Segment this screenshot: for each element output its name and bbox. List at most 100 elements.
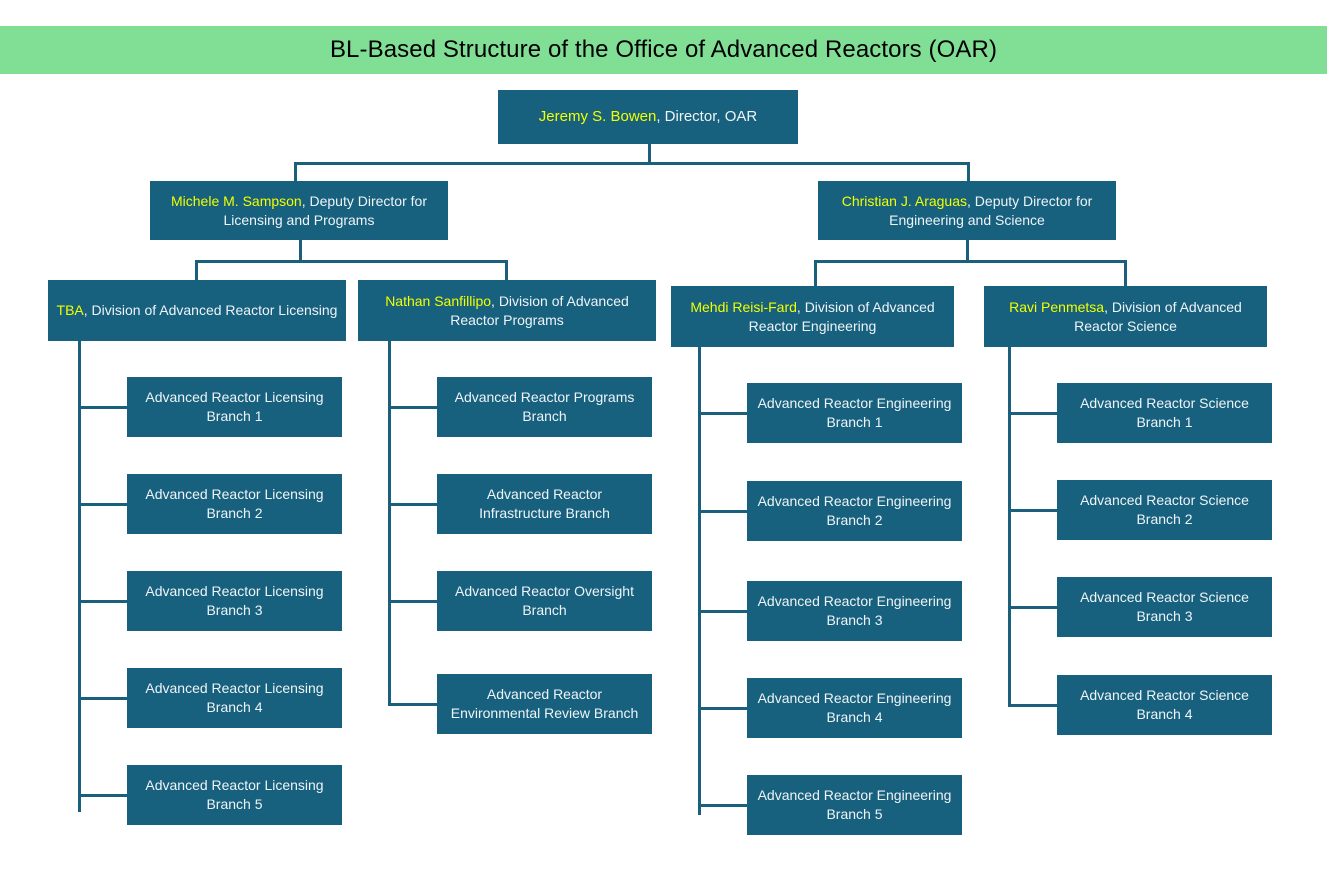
node-division-advanced-reactor-engineering[interactable]: Mehdi Reisi-Fard, Division of Advanced R… — [671, 286, 954, 347]
connector-branch-stub — [78, 406, 127, 409]
connector-deputy-right-drop — [967, 162, 970, 182]
node-branch-label: Advanced Reactor Licensing Branch 5 — [145, 777, 324, 812]
connector-branch-stub — [388, 406, 437, 409]
node-branch-label: Advanced Reactor Licensing Branch 4 — [145, 680, 324, 715]
node-branch[interactable]: Advanced Reactor Engineering Branch 5 — [747, 775, 962, 835]
connector-branch-stub — [1008, 606, 1057, 609]
node-director[interactable]: Jeremy S. Bowen, Director, OAR — [498, 90, 798, 144]
node-branch[interactable]: Advanced Reactor Licensing Branch 4 — [127, 668, 342, 728]
node-division-4-name: Ravi Penmetsa — [1009, 298, 1105, 315]
connector-branch-stub — [698, 412, 747, 415]
node-division-3-role: , Division of Advanced Reactor Engineeri… — [748, 298, 935, 334]
node-deputy-2-text: Christian J. Araguas, Deputy Director fo… — [826, 192, 1108, 230]
node-director-name: Jeremy S. Bowen — [538, 107, 657, 125]
node-branch-label: Advanced Reactor Science Branch 3 — [1080, 589, 1249, 624]
connector-deputy-bar — [294, 162, 970, 165]
node-branch-label: Advanced Reactor Science Branch 2 — [1080, 492, 1249, 527]
connector-division-bar-left — [195, 260, 508, 263]
node-branch-label: Advanced Reactor Science Branch 4 — [1080, 687, 1249, 722]
node-division-2-name: Nathan Sanfillipo — [385, 292, 492, 309]
node-division-4-role: , Division of Advanced Reactor Science — [1074, 298, 1242, 334]
node-division-2-text: Nathan Sanfillipo, Division of Advanced … — [366, 292, 648, 330]
node-division-advanced-reactor-science[interactable]: Ravi Penmetsa, Division of Advanced Reac… — [984, 286, 1267, 347]
connector-division1-spine — [78, 341, 81, 812]
connector-deputy1-drop — [299, 239, 302, 262]
connector-branch-stub — [78, 697, 127, 700]
node-branch-label: Advanced Reactor Science Branch 1 — [1080, 395, 1249, 430]
node-deputy-1-role: , Deputy Director for Licensing and Prog… — [223, 192, 427, 228]
node-branch[interactable]: Advanced Reactor Oversight Branch — [437, 571, 652, 631]
connector-branch-stub — [78, 600, 127, 603]
connector-deputy-left-drop — [294, 162, 297, 182]
node-deputy-2-role: , Deputy Director for Engineering and Sc… — [889, 192, 1093, 228]
connector-division2-spine — [388, 341, 391, 706]
connector-director-drop — [648, 143, 651, 164]
connector-branch-stub — [1008, 704, 1057, 707]
node-branch[interactable]: Advanced Reactor Infrastructure Branch — [437, 474, 652, 534]
node-branch[interactable]: Advanced Reactor Engineering Branch 1 — [747, 383, 962, 443]
node-branch-label: Advanced Reactor Licensing Branch 2 — [145, 486, 324, 521]
node-branch[interactable]: Advanced Reactor Licensing Branch 5 — [127, 765, 342, 825]
node-branch[interactable]: Advanced Reactor Programs Branch — [437, 377, 652, 437]
node-branch-label: Advanced Reactor Oversight Branch — [455, 583, 634, 618]
node-branch[interactable]: Advanced Reactor Licensing Branch 2 — [127, 474, 342, 534]
node-branch[interactable]: Advanced Reactor Licensing Branch 3 — [127, 571, 342, 631]
node-deputy-1-text: Michele M. Sampson, Deputy Director for … — [158, 192, 440, 230]
connector-branch-stub — [388, 703, 437, 706]
node-division-3-text: Mehdi Reisi-Fard, Division of Advanced R… — [679, 298, 946, 336]
node-deputy-2-name: Christian J. Araguas — [841, 192, 968, 209]
node-branch[interactable]: Advanced Reactor Science Branch 2 — [1057, 480, 1272, 540]
connector-division1-drop — [195, 260, 198, 280]
node-deputy-engineering-science[interactable]: Christian J. Araguas, Deputy Director fo… — [818, 181, 1116, 240]
connector-branch-stub — [388, 600, 437, 603]
connector-branch-stub — [1008, 412, 1057, 415]
node-branch-label: Advanced Reactor Engineering Branch 3 — [757, 593, 952, 628]
connector-division3-spine — [698, 347, 701, 815]
node-branch[interactable]: Advanced Reactor Engineering Branch 2 — [747, 481, 962, 541]
node-division-advanced-reactor-licensing[interactable]: TBA, Division of Advanced Reactor Licens… — [48, 280, 346, 341]
node-division-2-role: , Division of Advanced Reactor Programs — [450, 292, 629, 328]
node-division-4-text: Ravi Penmetsa, Division of Advanced Reac… — [992, 298, 1259, 336]
node-branch[interactable]: Advanced Reactor Engineering Branch 3 — [747, 581, 962, 641]
connector-division4-spine — [1008, 347, 1011, 707]
connector-division3-drop — [814, 260, 817, 286]
node-division-1-role: , Division of Advanced Reactor Licensing — [83, 302, 338, 319]
connector-branch-stub — [78, 794, 127, 797]
connector-branch-stub — [388, 503, 437, 506]
connector-branch-stub — [698, 610, 747, 613]
node-branch-label: Advanced Reactor Environmental Review Br… — [450, 686, 639, 721]
node-branch-label: Advanced Reactor Licensing Branch 3 — [145, 583, 324, 618]
node-branch[interactable]: Advanced Reactor Engineering Branch 4 — [747, 678, 962, 738]
node-division-1-name: TBA — [56, 302, 84, 319]
connector-division4-drop — [1124, 260, 1127, 286]
node-branch-label: Advanced Reactor Engineering Branch 2 — [757, 493, 952, 528]
node-branch[interactable]: Advanced Reactor Environmental Review Br… — [437, 674, 652, 734]
node-division-advanced-reactor-programs[interactable]: Nathan Sanfillipo, Division of Advanced … — [358, 280, 656, 341]
connector-branch-stub — [78, 503, 127, 506]
node-director-role: , Director, OAR — [656, 107, 758, 125]
node-branch-label: Advanced Reactor Engineering Branch 1 — [757, 395, 952, 430]
node-branch-label: Advanced Reactor Engineering Branch 4 — [757, 690, 952, 725]
title-banner: BL-Based Structure of the Office of Adva… — [0, 26, 1327, 74]
connector-branch-stub — [698, 707, 747, 710]
page-title: BL-Based Structure of the Office of Adva… — [329, 36, 998, 63]
node-division-1-text: TBA, Division of Advanced Reactor Licens… — [56, 301, 338, 320]
connector-division-bar-right — [814, 260, 1127, 263]
node-deputy-1-name: Michele M. Sampson — [171, 192, 302, 209]
node-branch[interactable]: Advanced Reactor Science Branch 3 — [1057, 577, 1272, 637]
node-branch-label: Advanced Reactor Licensing Branch 1 — [145, 389, 324, 424]
connector-division2-drop — [505, 260, 508, 280]
node-division-3-name: Mehdi Reisi-Fard — [690, 298, 797, 315]
node-director-text: Jeremy S. Bowen, Director, OAR — [506, 107, 790, 127]
connector-branch-stub — [1008, 509, 1057, 512]
node-deputy-licensing-programs[interactable]: Michele M. Sampson, Deputy Director for … — [150, 181, 448, 240]
connector-deputy2-drop — [966, 239, 969, 262]
node-branch[interactable]: Advanced Reactor Science Branch 1 — [1057, 383, 1272, 443]
connector-branch-stub — [698, 510, 747, 513]
node-branch[interactable]: Advanced Reactor Science Branch 4 — [1057, 675, 1272, 735]
connector-branch-stub — [698, 804, 747, 807]
node-branch-label: Advanced Reactor Engineering Branch 5 — [757, 787, 952, 822]
node-branch[interactable]: Advanced Reactor Licensing Branch 1 — [127, 377, 342, 437]
node-branch-label: Advanced Reactor Infrastructure Branch — [479, 486, 610, 521]
